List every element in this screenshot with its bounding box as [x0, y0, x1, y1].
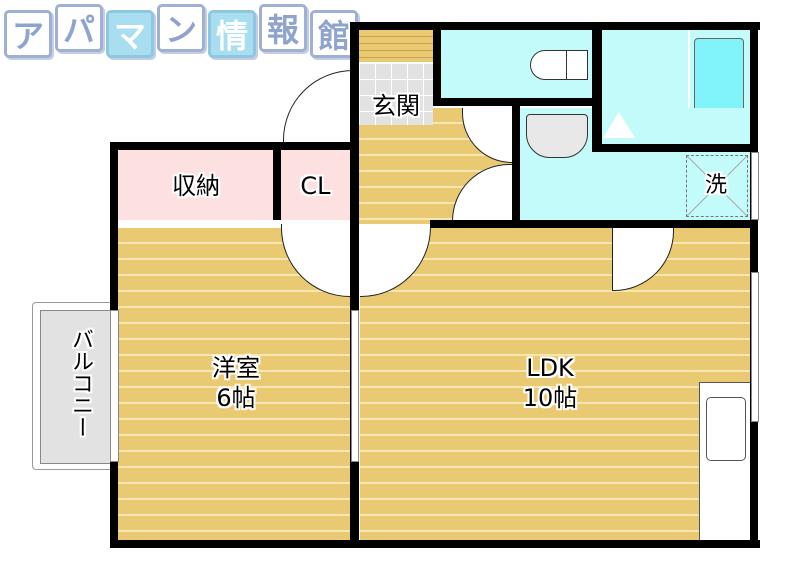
wall — [512, 104, 520, 220]
wall — [273, 142, 281, 220]
logo-char: ン — [157, 4, 205, 52]
bathtub-frame — [688, 30, 690, 148]
ldk-room — [360, 228, 750, 540]
wall — [592, 22, 602, 152]
wall — [350, 22, 359, 542]
kitchen-sink-icon — [706, 397, 746, 461]
ldk-label: LDK — [526, 354, 574, 382]
toilet-tank — [566, 50, 588, 80]
apaman-logo: ア パ マ ン 情 報 館 — [4, 4, 358, 58]
western-room-size: 6帖 — [216, 384, 256, 412]
wall — [602, 144, 750, 152]
entrance-step — [359, 30, 433, 62]
wall — [110, 540, 760, 548]
logo-char: マ — [106, 10, 154, 58]
balcony-floor — [40, 310, 114, 464]
balcony-label: バルコニー — [68, 328, 93, 438]
western-room-label: 洋室 — [212, 354, 260, 382]
sliding-partition[interactable] — [351, 310, 359, 462]
washbasin-icon — [526, 114, 588, 158]
closet — [281, 150, 350, 220]
wall — [350, 22, 760, 30]
bathroom-door-icon — [603, 112, 635, 138]
laundry-space — [686, 155, 748, 217]
logo-char: パ — [55, 4, 103, 52]
wall — [110, 142, 358, 150]
laundry-label: 洗 — [704, 173, 727, 198]
entrance-tile — [359, 63, 433, 125]
closet-label: CL — [300, 172, 331, 200]
storage — [118, 150, 274, 220]
ldk-window[interactable] — [751, 272, 759, 422]
toilet-icon — [530, 50, 570, 80]
wall — [433, 98, 593, 106]
laundry-window[interactable] — [751, 152, 759, 220]
storage-label: 収納 — [172, 172, 220, 200]
logo-char: 報 — [259, 4, 307, 52]
balcony-window[interactable] — [110, 310, 119, 462]
logo-char: 情 — [208, 10, 256, 58]
entrance-label: 玄関 — [372, 92, 420, 120]
wall — [433, 22, 441, 102]
logo-char: ア — [4, 10, 52, 58]
wall — [430, 220, 750, 228]
ldk-size: 10帖 — [522, 384, 578, 412]
front-door[interactable] — [283, 70, 354, 143]
